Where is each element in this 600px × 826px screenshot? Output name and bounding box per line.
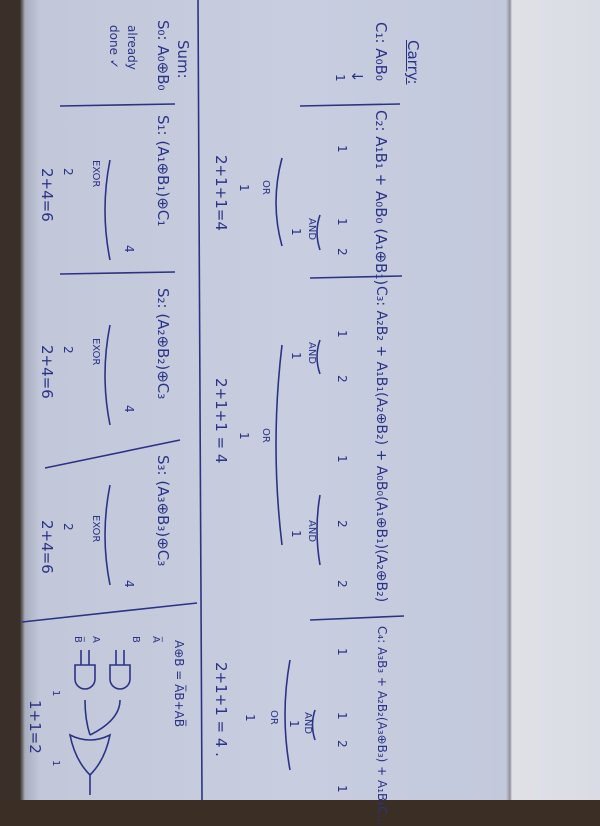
column-divider	[44, 439, 181, 469]
or-brace	[275, 157, 283, 247]
gate-input: A	[90, 636, 101, 643]
column-divider	[309, 615, 405, 621]
c2-value: 1	[335, 145, 349, 153]
c1-arrow: ↓	[348, 70, 366, 83]
c4-value: 1	[335, 785, 349, 793]
exor-value: 2	[61, 168, 75, 176]
and-brace	[316, 339, 321, 375]
and-label: AND	[306, 520, 317, 543]
carry-heading: Carry:	[404, 40, 422, 85]
and-label: AND	[306, 218, 317, 241]
c4-value: 1	[335, 712, 349, 720]
c3-value: 2	[335, 520, 349, 528]
xor-total: 1+1=2	[26, 700, 44, 754]
or-gate	[68, 699, 121, 795]
gate-input: B	[130, 636, 141, 643]
s0-note: already	[125, 25, 139, 70]
exor-label: EXOR	[90, 160, 101, 188]
or-label: OR	[260, 428, 271, 443]
or-label: OR	[268, 710, 279, 725]
column-divider	[309, 275, 403, 279]
and-gate	[74, 650, 96, 690]
s2-total: 2+4=6	[38, 345, 56, 399]
or-value: 1	[237, 184, 251, 192]
s0-expression: S₀: A₀⊕B₀	[154, 20, 172, 91]
column-divider	[59, 103, 176, 107]
c2-expression: C₂: A₁B₁ + A₀B₀ (A₁⊕B₁)	[372, 110, 390, 286]
c2-value: 2	[335, 248, 349, 256]
c4-value: 1	[335, 648, 349, 656]
s3-total: 2+4=6	[38, 520, 56, 574]
gate-input: B̅	[72, 636, 83, 643]
s1-total: 2+4=6	[38, 168, 56, 222]
c3-total: 2+1+1 = 4	[212, 378, 230, 464]
gate-input: A̅	[150, 636, 161, 643]
and-brace	[311, 709, 316, 741]
exor-value: 2	[61, 523, 75, 531]
c3-value: 1	[335, 455, 349, 463]
exor-brace	[104, 324, 111, 426]
c2-total: 2+1+1=4	[212, 155, 230, 231]
xor-identity: A⊕B = A̅B+AB̅	[172, 640, 186, 728]
c1-expression: C₁: A₀B₀	[372, 22, 390, 81]
or-value: 1	[243, 714, 257, 722]
s3-value: 4	[122, 580, 136, 588]
c4-value: 2	[335, 740, 349, 748]
s2-expression: S₂: (A₂⊕B₂)⊕C₃	[154, 288, 172, 400]
s3-expression: S₃: (A₃⊕B₃)⊕C₃	[154, 455, 172, 567]
s0-note: done ✓	[107, 25, 121, 69]
and-value: 1	[289, 530, 303, 538]
pen-strokes	[21, 0, 405, 800]
column-divider	[21, 602, 198, 623]
and-gate	[109, 650, 131, 690]
and-label: AND	[302, 712, 313, 735]
and-brace	[316, 214, 321, 251]
c3-value: 2	[335, 580, 349, 588]
or-brace	[284, 659, 291, 771]
sum-heading: Sum:	[174, 40, 192, 79]
and-value: 1	[287, 720, 301, 728]
exor-label: EXOR	[90, 515, 101, 543]
exor-brace	[104, 159, 111, 261]
exor-value: 2	[61, 346, 75, 354]
c1-value: 1	[333, 74, 347, 82]
or-brace	[275, 344, 283, 546]
or-value: 1	[237, 432, 251, 440]
exor-brace	[104, 484, 111, 586]
column-divider	[299, 103, 401, 107]
s2-value: 4	[122, 405, 136, 413]
and-value: 1	[289, 352, 303, 360]
and-value: 1	[289, 228, 303, 236]
c2-value: 1	[335, 218, 349, 226]
c4-expression: C₄: A₃B₃ + A₂B₂(A₃⊕B₃) + A₁B₁C...	[375, 626, 389, 826]
c3-expression: C₃: A₂B₂ + A₁B₁(A₂⊕B₂) + A₀B₀(A₁⊕B₁)(A₂⊕…	[373, 286, 389, 603]
s1-value: 4	[122, 245, 136, 253]
exor-label: EXOR	[90, 338, 101, 366]
c4-total: 2+1+1 = 4 .	[212, 662, 230, 757]
and-brace	[316, 494, 321, 566]
section-divider	[197, 0, 203, 800]
column-divider	[59, 271, 176, 275]
gate-count: 1	[50, 690, 61, 697]
s1-expression: S₁: (A₁⊕B₁)⊕C₁	[154, 115, 172, 227]
c3-value: 1	[335, 330, 349, 338]
c3-value: 2	[335, 375, 349, 383]
or-label: OR	[260, 180, 271, 195]
gate-count: 1	[50, 760, 61, 767]
and-label: AND	[306, 342, 317, 365]
